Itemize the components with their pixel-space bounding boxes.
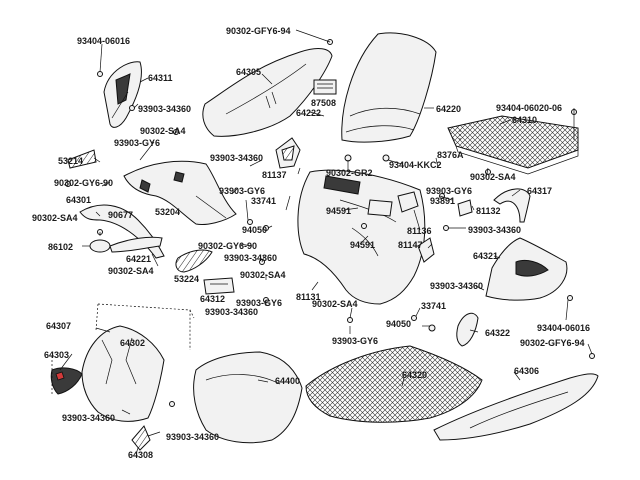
callout-93891: 93891 [430, 196, 456, 206]
part-64320 [305, 345, 483, 423]
part-64305 [202, 48, 333, 137]
callout-81136: 81136 [407, 226, 432, 236]
callout-33741: 33741 [251, 196, 277, 206]
part-81131 [297, 169, 426, 305]
part-64220 [341, 32, 437, 143]
part-64308 [131, 425, 151, 451]
callout-93404-06016: 93404-06016 [77, 36, 131, 46]
part-81132 [457, 199, 473, 217]
part-64310 [447, 115, 579, 175]
callout-53214: 53214 [58, 156, 84, 166]
callout-64310: 64310 [512, 115, 538, 125]
callout-93903-34360: 93903-34360 [430, 281, 484, 291]
callout-93903-gy6: 93903-GY6 [114, 138, 161, 148]
callout-64301: 64301 [66, 195, 92, 205]
callout-93903-gy6: 93903-GY6 [426, 186, 473, 196]
callout-64311: 64311 [148, 73, 173, 83]
part-53214 [67, 149, 97, 169]
callout-64317: 64317 [527, 186, 553, 196]
part-64322 [456, 312, 479, 347]
callout-90302-gy6-90: 90302-GY6-90 [54, 178, 114, 188]
callout-90302-gfy6-94: 90302-GFY6-94 [520, 338, 585, 348]
callout-90302-sa4: 90302-SA4 [312, 299, 358, 309]
callout-64306: 64306 [514, 366, 540, 376]
callout-53224: 53224 [174, 274, 200, 284]
callout-93903-34360: 93903-34360 [205, 307, 259, 317]
callout-93903-34360: 93903-34360 [138, 104, 192, 114]
part-64317 [493, 188, 531, 223]
callout-90677: 90677 [108, 210, 134, 220]
callout-64305: 64305 [236, 67, 262, 77]
callout-93903-34360: 93903-34360 [224, 253, 278, 263]
callout-33741: 33741 [421, 301, 447, 311]
callout-90302-gfy6-94: 90302-GFY6-94 [226, 26, 291, 36]
callout-53204: 53204 [155, 207, 181, 217]
callout-90302-sa4: 90302-SA4 [140, 126, 186, 136]
part-64400 [193, 351, 303, 444]
callout-93903-gy6: 93903-GY6 [219, 186, 266, 196]
callout-81147: 81147 [398, 240, 423, 250]
part-64303 [50, 367, 83, 395]
callout-64321: 64321 [473, 251, 499, 261]
callout-93903-34360: 93903-34360 [468, 225, 522, 235]
callout-94591: 94591 [326, 206, 352, 216]
callout-64303: 64303 [44, 350, 70, 360]
callout-94050: 94050 [386, 319, 412, 329]
callout-64221: 64221 [126, 254, 152, 264]
part-64221 [89, 236, 163, 253]
callout-90302-sa4: 90302-SA4 [470, 172, 516, 182]
part-64321 [485, 237, 568, 301]
callout-93404-06020-06: 93404-06020-06 [496, 103, 563, 113]
callout-93404-06016: 93404-06016 [537, 323, 591, 333]
leader-lines [51, 29, 593, 455]
part-53224 [175, 249, 213, 273]
callout-81131: 81131 [296, 292, 321, 302]
part-87508 [313, 79, 337, 95]
part-64302 [81, 325, 165, 422]
part-64306 [433, 373, 599, 441]
part-81137 [275, 137, 301, 169]
callout-93903-34360: 93903-34360 [62, 413, 116, 423]
callout-64222: 64222 [296, 108, 322, 118]
callout-94591: 94591 [350, 240, 376, 250]
part-81147 [417, 237, 435, 263]
callout-90302-sa4: 90302-SA4 [240, 270, 286, 280]
callout-64302: 64302 [120, 338, 146, 348]
callout-90302-gr2: 90302-GR2 [326, 168, 373, 178]
callout-64308: 64308 [128, 450, 154, 460]
callout-81132: 81132 [476, 206, 501, 216]
callout-93903-gy6: 93903-GY6 [236, 298, 283, 308]
callout-64320: 64320 [402, 370, 428, 380]
callout-93903-34360: 93903-34360 [210, 153, 264, 163]
callout-64307: 64307 [46, 321, 72, 331]
callout-87508: 87508 [311, 98, 337, 108]
callout-64220: 64220 [436, 104, 462, 114]
callout-94050: 94050 [242, 225, 268, 235]
callout-90302-sa4: 90302-SA4 [32, 213, 78, 223]
callout-93404-kkc2: 93404-KKC2 [389, 160, 442, 170]
callout-93903-gy6: 93903-GY6 [332, 336, 379, 346]
part-64311 [103, 61, 142, 128]
callout-64322: 64322 [485, 328, 511, 338]
part-64301 [79, 204, 165, 259]
part-64312 [203, 277, 235, 295]
callout-90302-sa4: 90302-SA4 [108, 266, 154, 276]
callout-64400: 64400 [275, 376, 301, 386]
callout-86102: 86102 [48, 242, 74, 252]
part-81136 [397, 191, 419, 213]
callout-90302-gy6-90: 90302-GY6-90 [198, 241, 258, 251]
callout-64312: 64312 [200, 294, 226, 304]
callout-93903-34360: 93903-34360 [166, 432, 220, 442]
part-53204 [123, 160, 237, 225]
callout-81137: 81137 [262, 170, 287, 180]
callout-8376a: 8376A [437, 150, 464, 160]
